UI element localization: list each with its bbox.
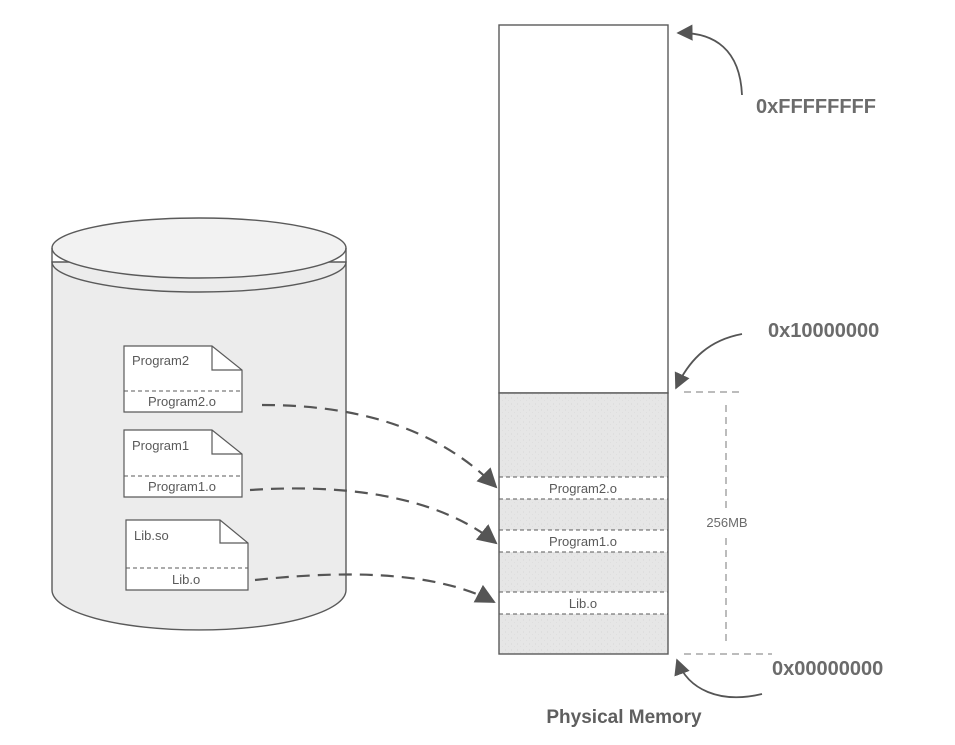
load-arrow-program2 — [261, 403, 498, 489]
load-arrow-lib — [254, 573, 496, 603]
segment-program2: Program2.o — [499, 476, 668, 500]
address-arrows — [674, 24, 763, 699]
segment-label: Program1.o — [549, 534, 617, 549]
segment-label: Lib.o — [569, 596, 597, 611]
object-file-label: Program2.o — [148, 394, 216, 409]
arrow-limit-address — [674, 333, 743, 390]
physical-memory: Program2.o Program1.o Lib.o — [498, 24, 669, 655]
arrow-top-address — [676, 24, 743, 96]
segment-lib: Lib.o — [499, 591, 668, 615]
segment-label: Program2.o — [549, 481, 617, 496]
file-lib-so: Lib.so Lib.o — [125, 519, 249, 591]
address-base-label: 0x00000000 — [772, 658, 883, 680]
file-program2: Program2 Program2.o — [123, 345, 243, 413]
segment-program1: Program1.o — [499, 529, 668, 553]
object-file-label: Program1.o — [148, 479, 216, 494]
file-name-label: Program2 — [132, 353, 189, 368]
object-file-label: Lib.o — [172, 572, 200, 587]
arrow-base-address — [674, 658, 763, 699]
address-top-label: 0xFFFFFFFF — [756, 96, 876, 118]
file-name-label: Lib.so — [134, 528, 169, 543]
load-arrow-program1 — [249, 487, 498, 545]
file-program1: Program1 Program1.o — [123, 429, 243, 498]
unused-address-space — [498, 24, 669, 394]
installed-memory — [498, 392, 669, 655]
memory-size-bracket — [684, 391, 772, 655]
address-limit-label: 0x10000000 — [768, 320, 879, 342]
load-arrows — [249, 403, 498, 603]
physical-memory-caption: Physical Memory — [546, 707, 702, 728]
file-name-label: Program1 — [132, 438, 189, 453]
memory-size-label: 256MB — [706, 515, 747, 530]
